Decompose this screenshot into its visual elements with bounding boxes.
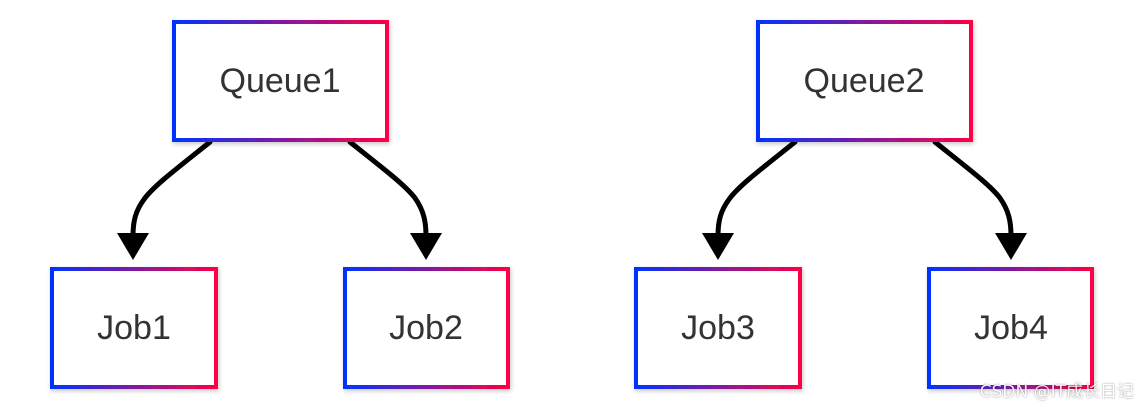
node-job1[interactable]: Job1 — [50, 267, 218, 389]
node-queue1-label: Queue1 — [220, 62, 341, 100]
node-job2-label: Job2 — [389, 309, 463, 347]
node-queue2[interactable]: Queue2 — [756, 20, 973, 142]
node-job3[interactable]: Job3 — [634, 267, 802, 389]
node-queue2-label: Queue2 — [804, 62, 925, 100]
edge-queue2-job3 — [702, 139, 798, 260]
node-job4-label: Job4 — [974, 309, 1048, 347]
node-job4[interactable]: Job4 — [927, 267, 1094, 389]
watermark-text: CSDN @IT成长日记 — [979, 382, 1134, 402]
edge-queue2-job4 — [932, 139, 1027, 260]
node-job3-label: Job3 — [681, 309, 755, 347]
node-queue1[interactable]: Queue1 — [172, 20, 389, 142]
edge-queue1-job2 — [347, 139, 442, 260]
node-job2[interactable]: Job2 — [343, 267, 510, 389]
edge-queue1-job1 — [117, 139, 213, 260]
node-job1-label: Job1 — [97, 309, 171, 347]
